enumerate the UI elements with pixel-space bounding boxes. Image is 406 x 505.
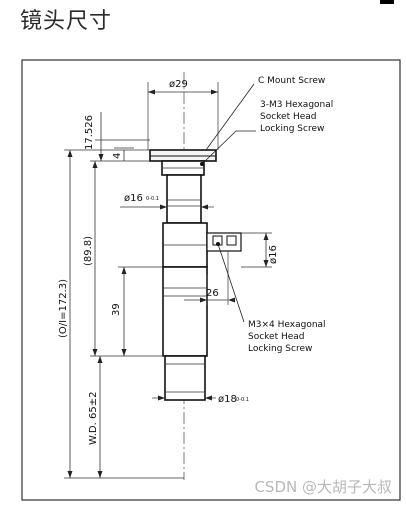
arrowhead xyxy=(200,297,207,303)
callout-hex1-line3: Locking Screw xyxy=(260,124,324,134)
locking-screw xyxy=(226,235,237,246)
front-barrel xyxy=(164,355,206,401)
dim-oi: (O/I=172.3) xyxy=(58,279,69,338)
arrowhead xyxy=(211,89,218,95)
arrowhead xyxy=(97,471,103,478)
dim-wd: W.D. 65±2 xyxy=(88,392,99,445)
arrowhead xyxy=(92,349,98,356)
arrowhead xyxy=(98,154,104,161)
dim-d16-top: ø16 xyxy=(124,193,143,204)
dim-d18: ø18 xyxy=(218,394,237,405)
arrowhead xyxy=(67,471,73,478)
dim-17-526: 17.526 xyxy=(84,115,95,150)
callout-hex1-line2: Socket Head xyxy=(260,112,317,122)
lower-barrel xyxy=(162,266,208,357)
arrowhead xyxy=(158,395,165,401)
callout-leader xyxy=(217,243,245,323)
arrowhead xyxy=(97,356,103,363)
callout-hex1-line1: 3-M3 Hexagonal xyxy=(260,100,333,110)
corner-mark xyxy=(380,0,394,4)
dim-39: 39 xyxy=(111,303,122,316)
dim-d29: ø29 xyxy=(169,79,188,90)
callout-hex2-line3: Locking Screw xyxy=(248,344,312,354)
arrowhead xyxy=(121,349,127,356)
arrowhead xyxy=(263,233,269,240)
dim-89-8: (89.8) xyxy=(83,236,94,266)
dim-d16-top-tol: 0-0.1 xyxy=(146,196,159,202)
arrowhead xyxy=(201,204,208,210)
page-title: 镜头尺寸 xyxy=(20,9,113,34)
callout-leader xyxy=(205,83,255,151)
dim-d16-right: ø16 xyxy=(268,245,279,264)
arrowhead xyxy=(263,260,269,267)
callout-leader xyxy=(201,130,256,165)
upper-barrel xyxy=(166,174,202,224)
arrowhead xyxy=(160,204,167,210)
arrowhead xyxy=(205,395,212,401)
drawing-frame xyxy=(21,59,401,501)
dim-26: 26 xyxy=(206,288,219,299)
arrowhead xyxy=(121,267,127,274)
dim-d18-tol: 0-0.1 xyxy=(236,397,249,403)
callout-c-mount: C Mount Screw xyxy=(258,76,325,86)
callout-hex2-line2: Socket Head xyxy=(248,332,305,342)
arrowhead xyxy=(67,150,73,157)
callout-dot xyxy=(200,162,204,166)
arrowhead xyxy=(92,161,98,168)
dim-4: 4 xyxy=(112,153,123,159)
callout-hex2-line1: M3×4 Hexagonal xyxy=(248,320,326,330)
arrowhead xyxy=(228,297,235,303)
callout-dot xyxy=(216,242,220,246)
arrowhead xyxy=(148,89,155,95)
watermark: CSDN @大胡子大叔 xyxy=(254,478,392,496)
